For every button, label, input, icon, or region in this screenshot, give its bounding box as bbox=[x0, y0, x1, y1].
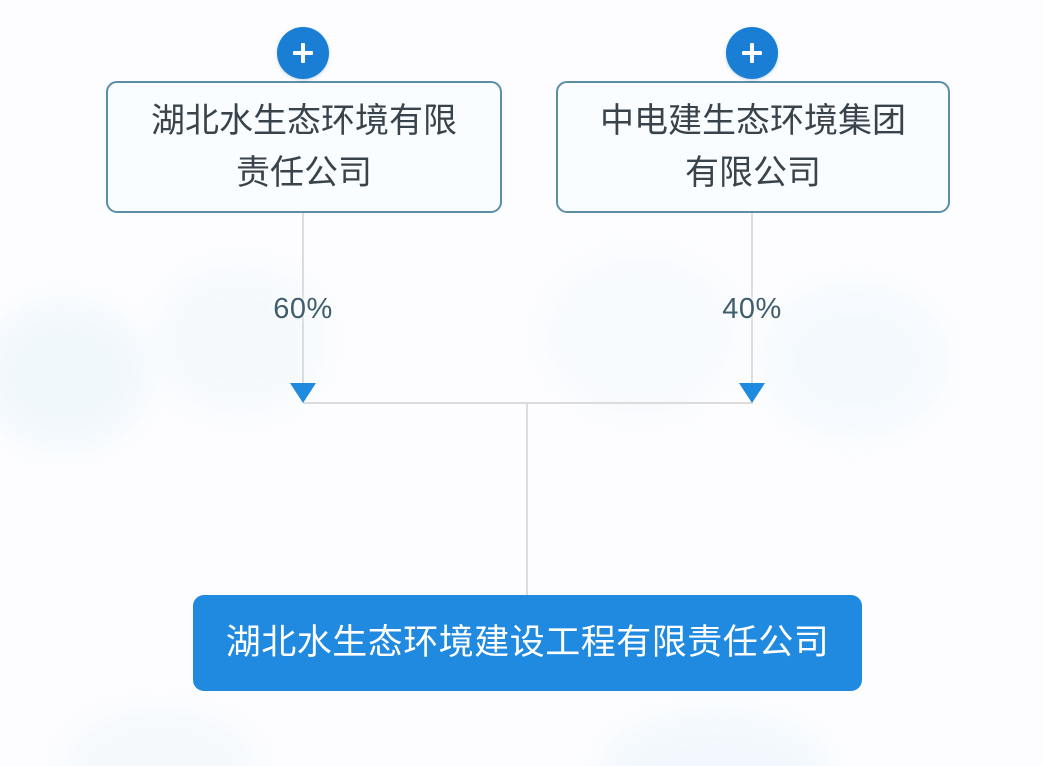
shareholder-node-2[interactable]: 中电建生态环境集团 有限公司 bbox=[556, 81, 950, 213]
shareholder-node-2-line2: 有限公司 bbox=[685, 154, 821, 192]
expand-button-shareholder-1[interactable] bbox=[277, 27, 329, 79]
arrowhead-shareholder-1 bbox=[290, 383, 316, 403]
connector-line-shareholder-1 bbox=[302, 213, 304, 385]
shareholder-node-1-label: 湖北水生态环境有限 责任公司 bbox=[151, 95, 457, 199]
connector-line-subject bbox=[526, 402, 528, 596]
expand-button-shareholder-2[interactable] bbox=[726, 27, 778, 79]
shareholder-node-1-line1: 湖北水生态环境有限 bbox=[151, 102, 457, 140]
watermark-blob bbox=[540, 250, 740, 420]
shareholder-node-2-label: 中电建生态环境集团 有限公司 bbox=[600, 95, 906, 199]
shareholder-node-1[interactable]: 湖北水生态环境有限 责任公司 bbox=[106, 81, 502, 213]
plus-icon bbox=[742, 43, 762, 63]
subject-company-node[interactable]: 湖北水生态环境建设工程有限责任公司 bbox=[193, 595, 862, 691]
shareholder-node-1-line2: 责任公司 bbox=[236, 154, 372, 192]
plus-icon bbox=[293, 43, 313, 63]
watermark-blob bbox=[0, 300, 150, 450]
subject-company-label: 湖北水生态环境建设工程有限责任公司 bbox=[225, 623, 830, 662]
watermark-blob bbox=[760, 280, 950, 440]
watermark-blob bbox=[60, 705, 260, 766]
ownership-percent-shareholder-2: 40% bbox=[722, 293, 782, 325]
arrowhead-shareholder-2 bbox=[739, 383, 765, 403]
watermark-blob bbox=[600, 710, 830, 766]
shareholder-node-2-line1: 中电建生态环境集团 bbox=[600, 102, 906, 140]
ownership-percent-shareholder-1: 60% bbox=[273, 293, 333, 325]
connector-bus-horizontal bbox=[303, 402, 753, 404]
connector-line-shareholder-2 bbox=[751, 213, 753, 385]
